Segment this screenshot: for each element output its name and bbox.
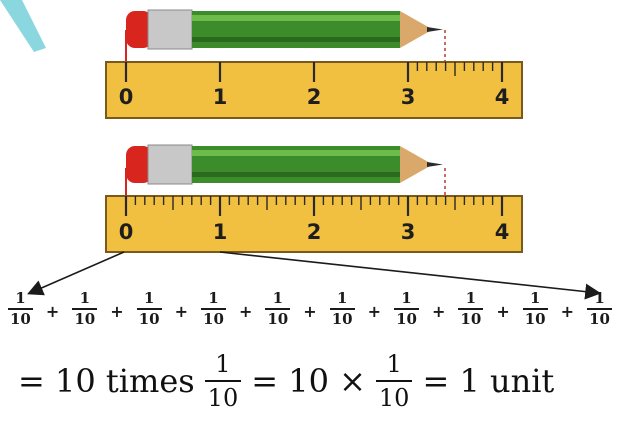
pencil-top xyxy=(126,10,445,62)
ruler-bottom-label-3: 3 xyxy=(401,220,416,244)
plus-sign: + xyxy=(368,302,381,321)
ruler-top-label-0: 0 xyxy=(119,85,134,109)
equation-fraction-2-numerator: 1 xyxy=(384,352,405,380)
equation-fraction-2: 1 10 xyxy=(376,352,413,410)
fraction-denominator: 10 xyxy=(265,308,290,327)
plus-sign: + xyxy=(496,302,509,321)
fraction-denominator: 10 xyxy=(587,308,612,327)
ruler-top-label-4: 4 xyxy=(495,85,510,109)
fraction-denominator: 10 xyxy=(137,308,162,327)
ruler-bottom-label-0: 0 xyxy=(119,220,134,244)
equation-fraction-1-denominator: 10 xyxy=(205,380,242,410)
pencil-bottom xyxy=(126,145,445,196)
pencil-bottom-lead xyxy=(427,162,443,167)
ruler-top-label-1: 1 xyxy=(213,85,228,109)
pencil-bottom-wood xyxy=(400,146,430,183)
ruler-bottom: 0 1 2 3 4 xyxy=(106,196,522,252)
fraction-numerator: 1 xyxy=(142,291,156,308)
plus-sign: + xyxy=(303,302,316,321)
fraction-numerator: 1 xyxy=(399,291,413,308)
fraction-denominator: 10 xyxy=(330,308,355,327)
fraction-numerator: 1 xyxy=(592,291,606,308)
equation-fraction-1: 1 10 xyxy=(205,352,242,410)
plus-sign: + xyxy=(175,302,188,321)
fraction-denominator: 10 xyxy=(458,308,483,327)
plus-sign: + xyxy=(561,302,574,321)
pencil-top-ferrule xyxy=(148,10,192,49)
fraction-denominator: 10 xyxy=(201,308,226,327)
ruler-bottom-label-4: 4 xyxy=(495,220,510,244)
equation-fraction-2-denominator: 10 xyxy=(376,380,413,410)
fraction-numerator: 1 xyxy=(271,291,285,308)
ruler-top-label-2: 2 xyxy=(307,85,322,109)
ruler-bottom-label-2: 2 xyxy=(307,220,322,244)
plus-sign: + xyxy=(46,302,59,321)
equation-fraction-1-numerator: 1 xyxy=(212,352,233,380)
pencil-top-lead xyxy=(427,27,443,32)
pencil-bottom-ferrule xyxy=(148,145,192,184)
fraction-numerator: 1 xyxy=(335,291,349,308)
fraction-numerator: 1 xyxy=(78,291,92,308)
ruler-bottom-label-1: 1 xyxy=(213,220,228,244)
fraction-denominator: 10 xyxy=(523,308,548,327)
fraction-denominator: 10 xyxy=(8,308,33,327)
plus-sign: + xyxy=(110,302,123,321)
plus-sign: + xyxy=(239,302,252,321)
fraction-numerator: 1 xyxy=(464,291,478,308)
ruler-top: 0 1 2 3 4 xyxy=(106,62,522,118)
corner-accent xyxy=(0,0,46,52)
fraction-numerator: 1 xyxy=(528,291,542,308)
ruler-top-label-3: 3 xyxy=(401,85,416,109)
fraction-denominator: 10 xyxy=(72,308,97,327)
equation: = 10 times 1 10 = 10 × 1 10 = 1 unit xyxy=(18,346,562,416)
pencil-top-wood xyxy=(400,11,430,48)
fraction-numerator: 1 xyxy=(206,291,220,308)
equation-lead: = 10 times xyxy=(18,362,195,400)
equation-middle: = 10 × xyxy=(251,362,366,400)
equation-tail: = 1 unit xyxy=(422,362,554,400)
plus-sign: + xyxy=(432,302,445,321)
fraction-denominator: 10 xyxy=(394,308,419,327)
fraction-numerator: 1 xyxy=(13,291,27,308)
